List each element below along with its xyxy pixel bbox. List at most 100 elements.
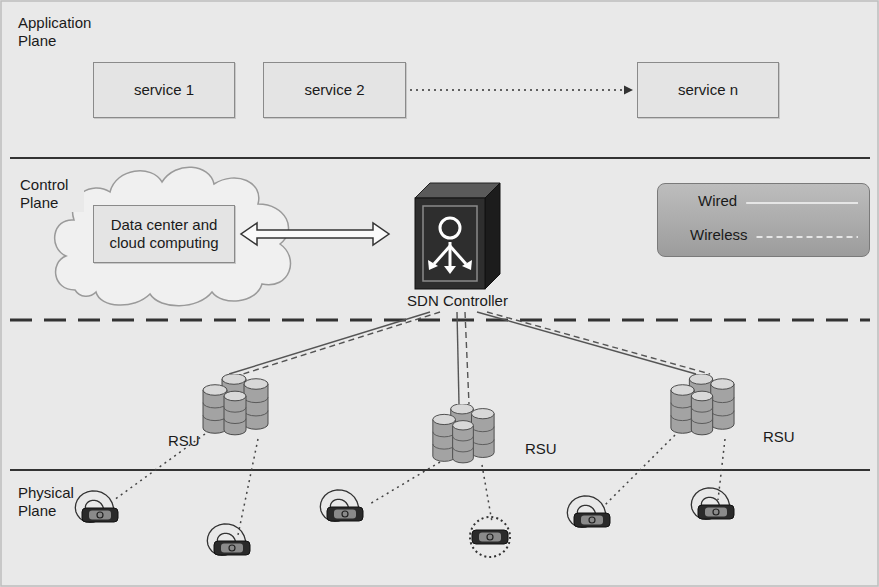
server-top: [433, 414, 456, 424]
wireless-link: [482, 465, 492, 522]
legend-label: Wired: [698, 192, 737, 210]
server-top: [691, 391, 712, 401]
server-top: [244, 379, 268, 390]
wireless-link: [368, 462, 440, 505]
vehicle-body: [698, 505, 734, 519]
arrowhead: [624, 86, 633, 95]
plane-label: Physical Plane: [18, 484, 90, 520]
service-box: Data center and cloud computing: [93, 205, 235, 263]
plane-label: Application Plane: [18, 14, 110, 50]
service-box: service 1: [93, 62, 235, 118]
wireless-link: [465, 312, 469, 404]
wireless-link: [243, 312, 440, 374]
server-body: [244, 384, 268, 429]
emblem-head: [444, 266, 456, 274]
server-body: [224, 396, 246, 435]
wired-link: [229, 312, 430, 374]
server-top: [671, 385, 694, 396]
server-disk: [471, 427, 494, 432]
vehicle-mark: [97, 512, 103, 518]
server-body: [691, 396, 712, 435]
vehicle-signal: [75, 491, 113, 523]
wireless-link: [238, 439, 258, 535]
vehicle-body: [472, 530, 508, 544]
connector: [410, 86, 633, 95]
wired-sample: [746, 202, 858, 204]
cube-frame: [423, 206, 477, 281]
server-disk: [691, 419, 712, 424]
vehicle-roof: [581, 516, 603, 525]
vehicle-mark: [342, 511, 348, 517]
vehicle-mark: [713, 509, 719, 515]
vehicle-mark: [487, 534, 493, 540]
controller-emblem: [440, 218, 460, 238]
box-label: Data center and cloud computing: [102, 216, 226, 252]
server-disk: [453, 436, 474, 441]
server-disk: [244, 397, 268, 402]
server-disk: [203, 415, 227, 420]
box-label: service 1: [134, 81, 194, 99]
server-disk: [471, 439, 494, 444]
connector: [241, 223, 389, 245]
legend-samples: [658, 184, 871, 258]
server-top: [203, 385, 227, 396]
vehicles: [75, 488, 734, 557]
box-label: service n: [678, 81, 738, 99]
vehicle-roof: [89, 511, 111, 520]
legend-label: Wireless: [690, 226, 748, 244]
server-disk: [244, 411, 268, 416]
emblem-arrow: [434, 246, 450, 264]
server-top: [711, 379, 734, 390]
server-top: [689, 374, 712, 384]
server-body: [471, 414, 494, 458]
coverage-circle: [470, 517, 510, 557]
vehicle-mark: [229, 545, 235, 551]
vehicle-signal: [320, 490, 358, 522]
emblem-head: [462, 260, 472, 270]
wireless-links: [114, 434, 725, 535]
plane-label: Control Plane: [18, 176, 84, 212]
cube-side: [485, 183, 500, 289]
vehicle-mark: [589, 517, 595, 523]
emblem-arrow: [450, 246, 466, 264]
vehicle-roof: [334, 510, 356, 519]
rsu-icon: [200, 374, 270, 436]
rsu-icon: [430, 404, 496, 464]
server-body: [711, 384, 734, 429]
server-disk: [453, 447, 474, 452]
server-top: [471, 409, 494, 419]
service-box: service 2: [263, 62, 406, 118]
server-disk: [691, 407, 712, 412]
server-disk: [224, 407, 246, 412]
wired-link: [457, 312, 459, 404]
rsu-node: RSU: [668, 374, 736, 436]
plane-divider: [10, 157, 870, 159]
connector: [487, 312, 710, 374]
wired-link: [477, 312, 696, 374]
box-label: service 2: [304, 81, 364, 99]
controller-arrows: [434, 242, 466, 268]
connector: [243, 312, 440, 374]
vehicle-signal: [567, 496, 605, 528]
wireless-link: [487, 312, 710, 374]
node-label: SDN Controller: [395, 292, 520, 310]
legend-box: WiredWireless: [657, 183, 870, 257]
connector: [229, 312, 430, 374]
server-body: [433, 419, 456, 461]
connector: [477, 312, 696, 374]
wireless-sample: [757, 236, 858, 238]
vehicle-body: [574, 513, 610, 527]
rsu-node: RSU: [200, 374, 270, 436]
vehicle-body: [214, 541, 250, 555]
connector: [457, 312, 459, 404]
server-top: [453, 421, 474, 430]
vehicle-roof: [221, 544, 243, 553]
server-top: [222, 374, 246, 384]
sdn-controller: SDN Controller: [395, 180, 520, 312]
controller-icon: [412, 180, 502, 290]
vehicle-signal: [207, 524, 245, 556]
vehicle-roof: [479, 533, 501, 542]
server-body: [453, 425, 474, 463]
